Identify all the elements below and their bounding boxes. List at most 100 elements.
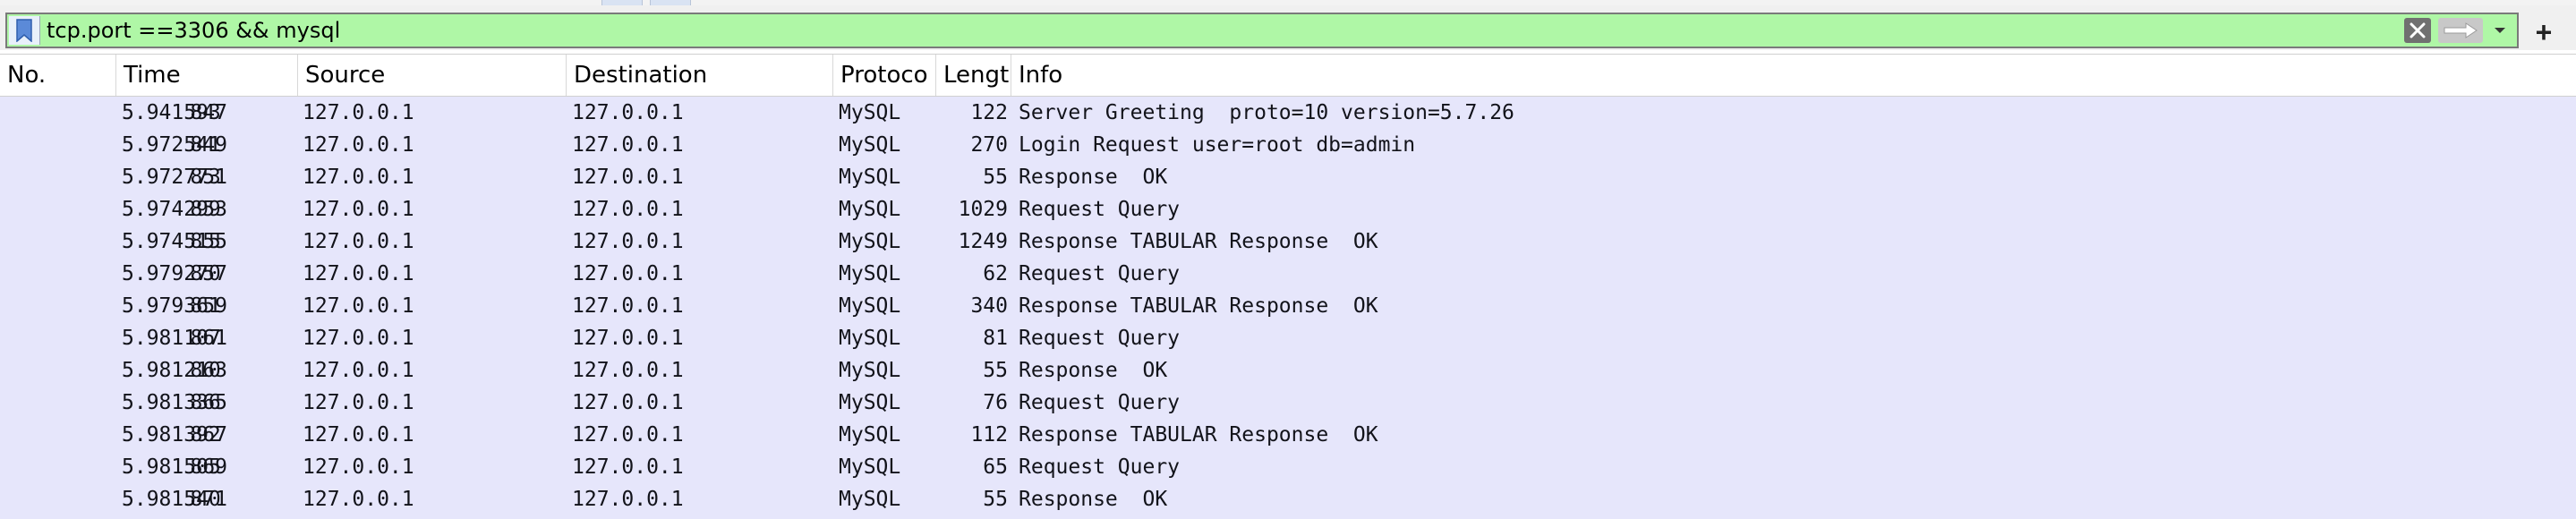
filter-bookmark-button[interactable] [9,16,40,45]
packet-source: 127.0.0.1 [303,359,414,382]
packet-info: Response TABULAR Response OK [1019,230,1378,253]
packet-info: Server Greeting proto=10 version=5.7.26 [1019,101,1514,124]
toolbar-tab[interactable] [601,0,643,5]
column-header-time[interactable]: Time [116,55,298,96]
packet-list-header: No. Time Source Destination Protoco Leng… [0,54,2576,97]
packet-number: 865 [190,391,227,414]
column-header-no[interactable]: No. [0,55,116,96]
plus-icon: + [2535,16,2553,48]
column-header-source[interactable]: Source [298,55,567,96]
packet-protocol: MySQL [839,359,901,382]
packet-time: 5.974515 [122,230,221,253]
apply-filter-button[interactable] [2438,18,2483,43]
packet-time: 5.979361 [122,294,221,318]
packet-source: 127.0.0.1 [303,294,414,318]
packet-length: 1249 [958,230,1008,253]
packet-info: Response OK [1019,166,1168,189]
packet-destination: 127.0.0.1 [572,101,684,124]
packet-source: 127.0.0.1 [303,133,414,157]
packet-time: 5.972773 [122,166,221,189]
packet-length: 270 [970,133,1008,157]
toolbar-tab[interactable] [650,0,691,5]
packet-protocol: MySQL [839,294,901,318]
clear-filter-button[interactable] [2404,18,2431,43]
packet-destination: 127.0.0.1 [572,198,684,221]
packet-destination: 127.0.0.1 [572,133,684,157]
filter-history-dropdown[interactable] [2488,20,2512,41]
packet-protocol: MySQL [839,327,901,350]
packet-number: 871 [190,488,227,511]
packet-destination: 127.0.0.1 [572,294,684,318]
packet-source: 127.0.0.1 [303,198,414,221]
packet-length: 122 [970,101,1008,124]
top-tab-strip [0,0,2576,5]
packet-info: Request Query [1019,391,1181,414]
packet-info: Login Request user=root db=admin [1019,133,1416,157]
packet-time: 5.972541 [122,133,221,157]
packet-info: Response OK [1019,359,1168,382]
packet-protocol: MySQL [839,455,901,479]
packet-number: 847 [190,101,227,124]
bookmark-icon [16,19,32,42]
packet-info: Response TABULAR Response OK [1019,423,1378,447]
packet-source: 127.0.0.1 [303,455,414,479]
packet-destination: 127.0.0.1 [572,488,684,511]
packet-time: 5.981107 [122,327,221,350]
packet-protocol: MySQL [839,133,901,157]
packet-number: 849 [190,133,227,157]
packet-destination: 127.0.0.1 [572,423,684,447]
packet-info: Request Query [1019,327,1181,350]
packet-number: 855 [190,230,227,253]
packet-number: 869 [190,455,227,479]
display-filter-input[interactable]: tcp.port ==3306 && mysql [5,13,2519,48]
packet-source: 127.0.0.1 [303,488,414,511]
packet-info: Request Query [1019,455,1181,479]
column-header-length[interactable]: Lengt [936,55,1011,96]
column-header-info[interactable]: Info [1019,62,1063,89]
packet-destination: 127.0.0.1 [572,327,684,350]
column-header-protocol[interactable]: Protoco [833,55,936,96]
packet-time: 5.974299 [122,198,221,221]
packet-time: 5.981505 [122,455,221,479]
packet-source: 127.0.0.1 [303,327,414,350]
add-filter-button[interactable]: + [2526,14,2562,50]
packet-number: 863 [190,359,227,382]
packet-destination: 127.0.0.1 [572,391,684,414]
packet-time: 5.981336 [122,391,221,414]
packet-protocol: MySQL [839,423,901,447]
packet-length: 65 [983,455,1008,479]
packet-protocol: MySQL [839,488,901,511]
packet-protocol: MySQL [839,391,901,414]
packet-destination: 127.0.0.1 [572,262,684,285]
display-filter-toolbar: tcp.port ==3306 && mysql + [0,5,2576,50]
packet-time: 5.941593 [122,101,221,124]
packet-protocol: MySQL [839,230,901,253]
packet-protocol: MySQL [839,262,901,285]
packet-time: 5.981540 [122,488,221,511]
clear-icon [2410,22,2426,38]
packet-length: 55 [983,166,1008,189]
filter-expression-text[interactable]: tcp.port ==3306 && mysql [47,18,341,43]
packet-protocol: MySQL [839,166,901,189]
column-header-destination[interactable]: Destination [567,55,833,96]
packet-number: 867 [190,423,227,447]
packet-number: 861 [190,327,227,350]
packet-source: 127.0.0.1 [303,230,414,253]
packet-length: 340 [970,294,1008,318]
packet-info: Response OK [1019,488,1168,511]
packet-length: 1029 [958,198,1008,221]
